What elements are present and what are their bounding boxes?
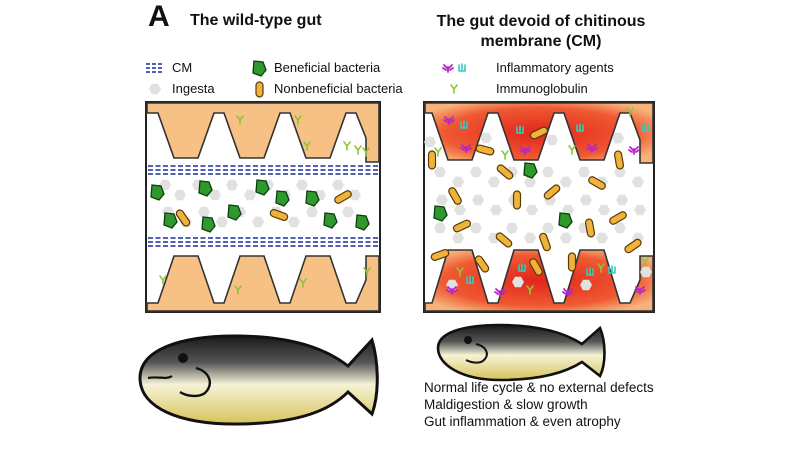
legend-inflammatory-icon-a [442, 64, 454, 73]
legend-nonbeneficial-icon [255, 81, 264, 98]
legend-immunoglobulin-label: Immunoglobulin [496, 81, 588, 96]
mutant-gut [423, 101, 655, 313]
outcome-line-3: Gut inflammation & even atrophy [424, 414, 621, 429]
wildtype-fish [138, 334, 379, 426]
wildtype-bottom-epithelium [146, 255, 380, 312]
right-panel-title: The gut devoid of chitinous membrane (CM… [436, 13, 646, 50]
legend-nonbeneficial-label: Nonbeneficial bacteria [274, 81, 403, 96]
wildtype-fish-eye-icon [178, 353, 188, 363]
legend-ingesta-label: Ingesta [172, 81, 215, 96]
panel-label: A [148, 0, 170, 33]
outcome-line-1: Normal life cycle & no external defects [424, 380, 654, 395]
left-panel-title: The wild-type gut [190, 12, 322, 29]
legend-cm-icon [146, 63, 164, 73]
legend-immunoglobulin-icon [450, 84, 458, 94]
legend-beneficial-label: Beneficial bacteria [274, 60, 381, 75]
wildtype-cm-lines [148, 165, 378, 247]
wildtype-gut [145, 101, 381, 313]
outcome-line-2: Maldigestion & slow growth [424, 397, 588, 412]
mutant-bottom-epithelium [424, 249, 654, 312]
mutant-fish-eye-icon [464, 336, 472, 344]
legend-inflammatory-label: Inflammatory agents [496, 60, 614, 75]
mutant-fish [436, 323, 606, 382]
legend-cm-label: CM [172, 60, 193, 75]
legend-inflammatory-icon-b [458, 63, 466, 72]
wildtype-top-epithelium [146, 102, 380, 163]
legend-beneficial-icon [252, 60, 267, 77]
legend-ingesta-icon [149, 83, 161, 95]
